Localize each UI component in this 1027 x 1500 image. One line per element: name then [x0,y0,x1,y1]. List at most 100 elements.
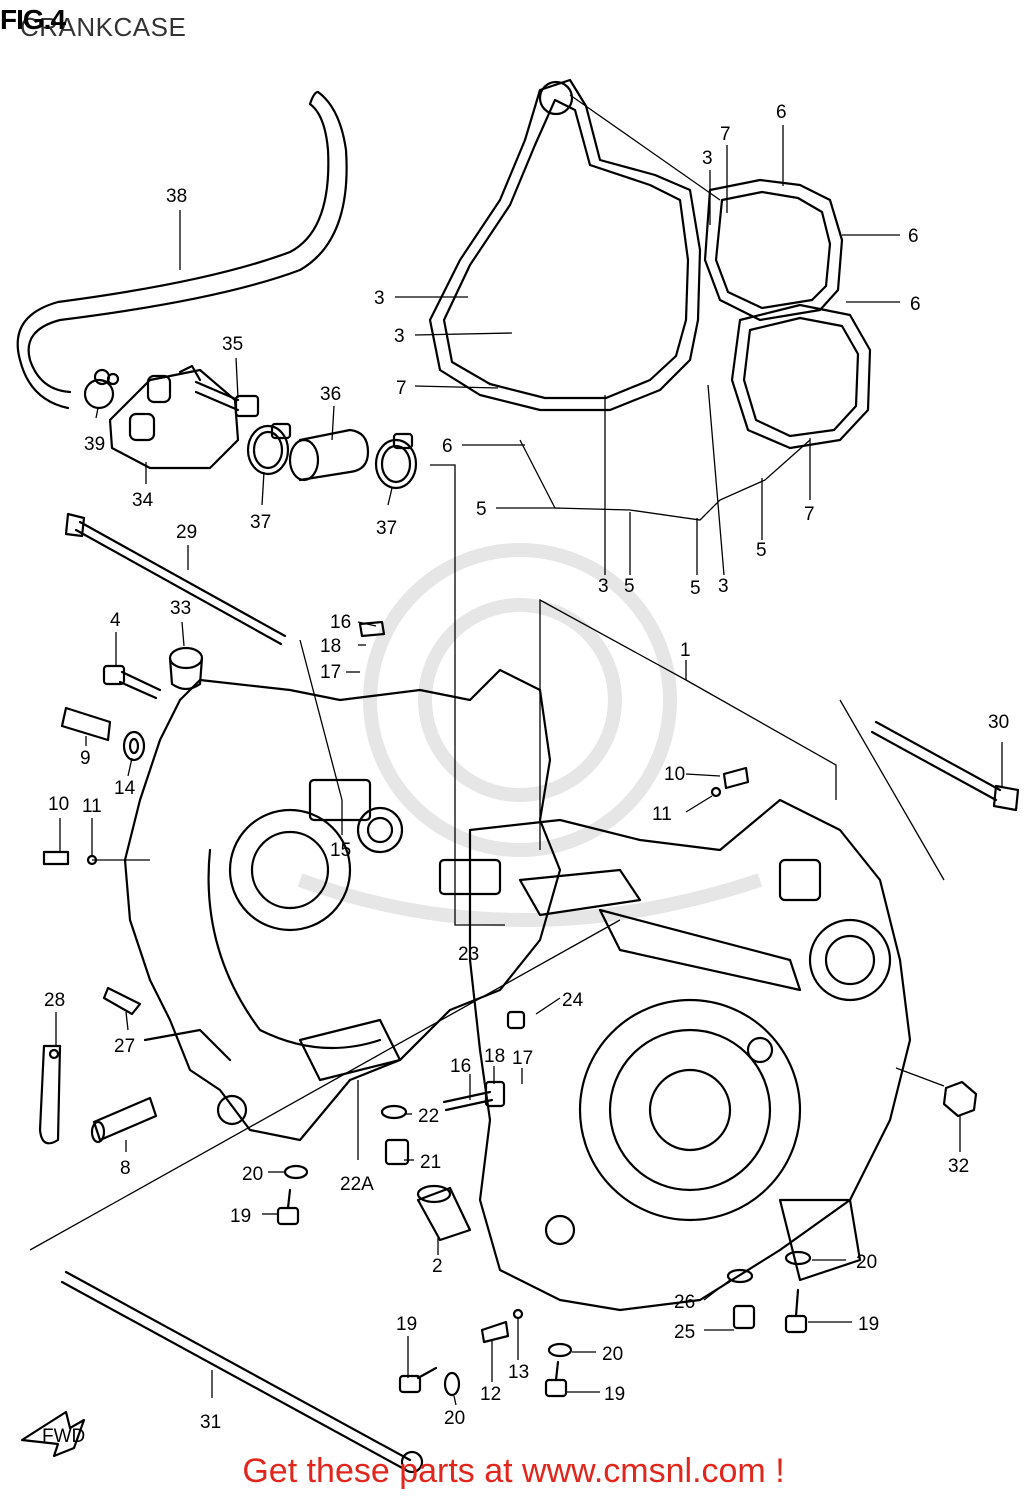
bracket-28 [38,1044,62,1145]
fwd-label: FWD [42,1426,85,1447]
jet-part [42,850,98,866]
callout-18: 18 [320,636,341,657]
callout-26: 26 [674,1292,695,1313]
sensor-part [358,620,386,638]
callout-13: 13 [508,1362,529,1383]
crankcase-right-half [468,798,912,1312]
breather-housing [108,364,240,470]
long-bolt-29 [64,512,287,646]
callout-3: 3 [702,148,713,169]
callout-7: 7 [804,504,815,525]
bolt-part [276,1164,309,1226]
callout-18: 18 [484,1046,505,1067]
breather-hose [16,90,348,410]
callout-16: 16 [330,612,351,633]
callout-16: 16 [450,1056,471,1077]
callout-19: 19 [858,1314,879,1335]
promo-link-text[interactable]: Get these parts at www.cmsnl.com ! [242,1452,785,1490]
fwd-arrow-icon: FWD [20,1410,85,1458]
callout-29: 29 [176,522,197,543]
leader-lines [29,125,1003,1406]
callout-32: 32 [948,1156,969,1177]
callout-20: 20 [856,1252,877,1273]
callout-6: 6 [442,436,453,457]
callout-35: 35 [222,334,243,355]
callout-20: 20 [444,1408,465,1429]
gasket-right-upper [703,178,844,322]
crankcase-left-half [123,668,562,1142]
callout-10: 10 [664,764,685,785]
bolt-part [544,1342,573,1398]
callout-14: 14 [114,778,136,799]
callout-3: 3 [598,576,609,597]
callout-21: 21 [420,1152,441,1173]
callout-9: 9 [80,748,91,769]
washer-part [122,730,146,762]
hose-part [288,428,370,482]
watermark-logo [297,543,763,927]
callout-6: 6 [908,226,919,247]
long-stud-31 [60,1270,424,1474]
callout-19: 19 [396,1314,417,1335]
clamp-part [246,422,292,476]
callout-17: 17 [320,662,341,683]
callout-3: 3 [394,326,405,347]
callout-6: 6 [776,102,787,123]
callout-7: 7 [720,124,731,145]
pin-part [60,706,112,742]
callout-22: 22 [418,1106,439,1127]
callout-11: 11 [652,804,672,825]
figure-number: FIG.4 [0,4,66,35]
callout-20: 20 [602,1344,623,1365]
pipe-8 [90,1096,158,1144]
callout-22A: 22A [340,1174,374,1195]
callout-10: 10 [48,794,69,815]
bolt-part [506,1010,526,1030]
callout-23: 23 [458,944,479,965]
callout-8: 8 [120,1158,131,1179]
callout-11: 11 [82,796,102,817]
nut-part [942,1080,978,1118]
callout-39: 39 [84,434,105,455]
callout-6: 6 [910,294,921,315]
callout-20: 20 [242,1164,263,1185]
callout-12: 12 [480,1384,501,1405]
callout-37: 37 [376,518,397,539]
callout-7: 7 [396,378,407,399]
callout-15: 15 [330,840,351,861]
callout-5: 5 [690,578,701,599]
callout-labels: 1 2 3 3 3 3 3 4 5 5 5 5 6 6 6 6 7 7 7 8 … [44,102,1009,1433]
callout-33: 33 [170,598,191,619]
bolt-part [194,380,260,418]
figure-title: CRANKCASE [20,12,187,42]
long-bolt-30 [870,720,1020,812]
callout-38: 38 [166,186,187,207]
callout-5: 5 [624,576,635,597]
callout-1: 1 [680,640,691,661]
callout-17: 17 [512,1048,533,1069]
callout-34: 34 [132,490,154,511]
callout-27: 27 [114,1036,135,1057]
callout-4: 4 [110,610,121,631]
bolt-part [784,1250,812,1334]
callout-31: 31 [200,1412,221,1433]
callout-19: 19 [230,1206,251,1227]
clamp-part [374,432,418,490]
sensor-part [102,986,142,1016]
plug-part [380,1104,410,1166]
jet-part [480,1308,524,1344]
callout-3: 3 [374,288,385,309]
callout-24: 24 [562,990,584,1011]
callout-37: 37 [250,512,271,533]
callout-3: 3 [718,576,729,597]
callout-5: 5 [476,499,487,520]
bolt-part [442,1080,506,1112]
sensor-part [710,766,750,798]
bolt-part [102,664,162,700]
callout-19: 19 [604,1384,625,1405]
dowel-2 [416,1184,472,1242]
cap-part [83,368,120,410]
callout-36: 36 [320,384,341,405]
callout-28: 28 [44,990,65,1011]
